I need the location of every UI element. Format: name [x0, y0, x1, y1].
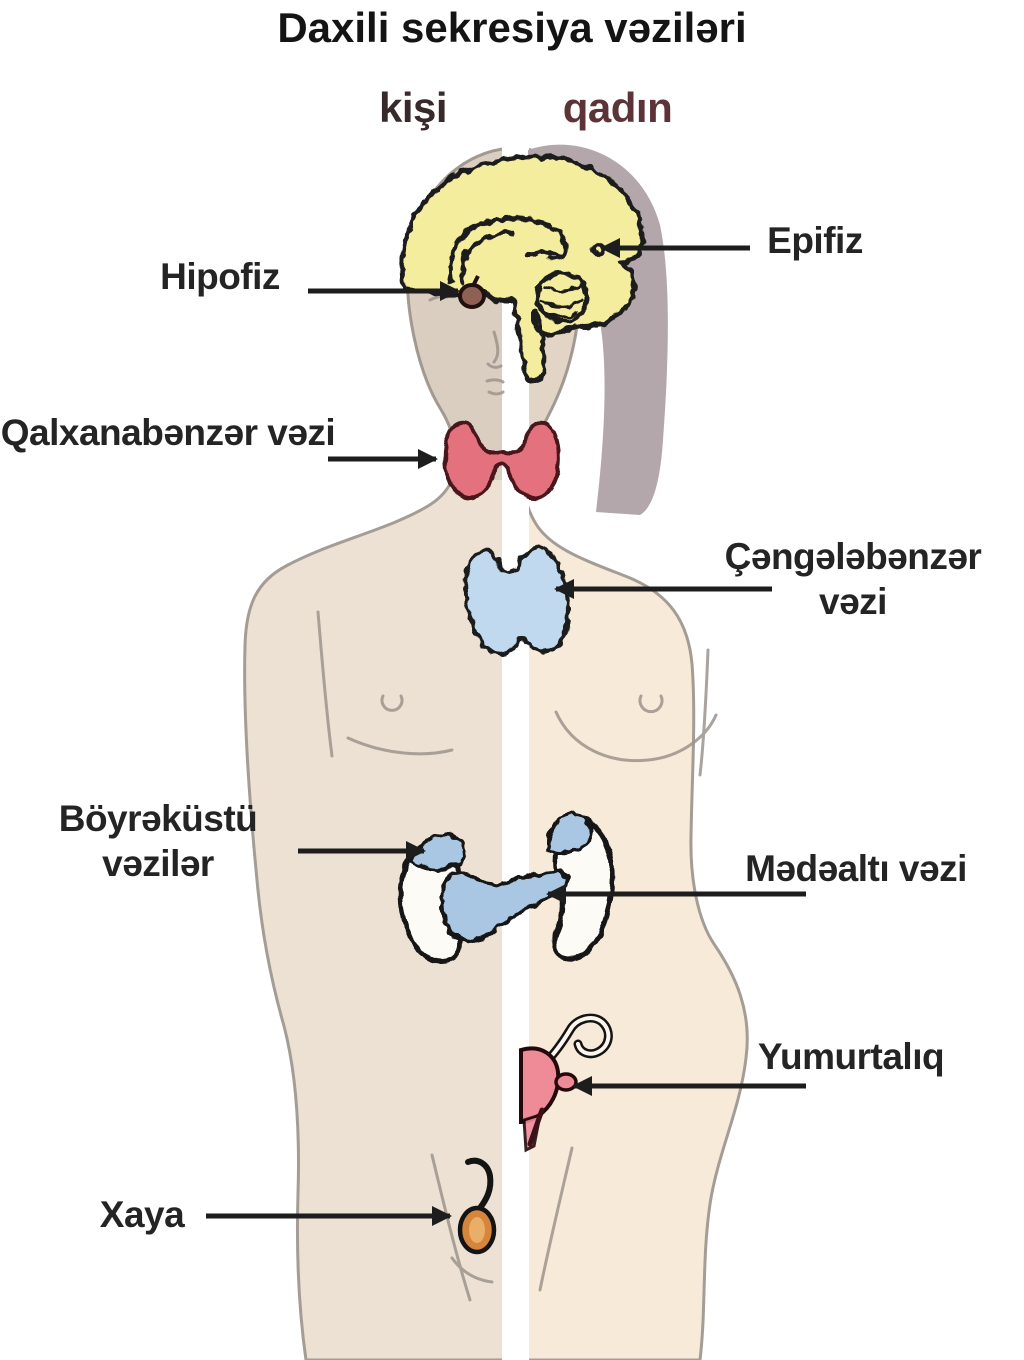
cerebrum-shape	[399, 154, 645, 383]
label-thymus: Çəngələbənzər vəzi	[724, 536, 982, 623]
leader-lines	[206, 238, 806, 1226]
label-pituitary: Hipofiz	[160, 256, 280, 297]
label-testis: Xaya	[99, 1194, 185, 1235]
testis	[457, 1157, 497, 1255]
thyroid-gland	[443, 420, 561, 500]
column-label-male: kişi	[378, 84, 448, 131]
cervix-line	[527, 1107, 545, 1147]
male-groin-crease	[430, 1153, 472, 1302]
label-thyroid: Qalxanabənzər vəzi	[0, 412, 336, 453]
label-adrenal-glands: Böyrəküstü vəzilər	[58, 798, 258, 885]
testis-inner-shape	[469, 1217, 485, 1243]
label-pineal: Epifiz	[767, 220, 863, 261]
ovary-uterus	[519, 1013, 613, 1153]
nose-line	[486, 330, 503, 369]
cerebellum-stripe	[543, 284, 584, 293]
vas-deferens-duct	[465, 1157, 494, 1211]
breast-curve	[554, 710, 718, 763]
left-arm-crease	[316, 610, 334, 758]
label-ovary: Yumurtalıq	[757, 1036, 945, 1077]
cerebellum-stripe	[540, 298, 584, 308]
brain	[399, 154, 645, 383]
male-nipple-mark	[380, 694, 404, 712]
pituitary-gland-shape	[458, 283, 486, 309]
column-label-female: qadın	[562, 84, 673, 131]
thalamus-line	[525, 249, 563, 259]
thymus-gland	[463, 545, 570, 656]
label-pancreas: Mədəaltı vəzi	[745, 848, 967, 889]
inner-fold-line	[459, 230, 515, 287]
female-groin-crease	[538, 1146, 574, 1292]
male-chest-crease	[346, 736, 454, 756]
abdominal-organs	[397, 812, 615, 964]
ovary-shape	[554, 1072, 578, 1092]
cerebellum-shape	[534, 270, 590, 324]
cerebellum-stripe	[544, 310, 578, 318]
right-arm-crease	[698, 648, 710, 777]
under-testis-crease	[450, 1256, 494, 1284]
body-sketch-lines	[316, 293, 718, 1302]
fallopian-tube-inner	[544, 1016, 611, 1064]
lips-line	[485, 378, 505, 396]
female-nipple-mark	[638, 694, 664, 714]
thyroid-shape	[443, 420, 561, 500]
diagram-title: Daxili sekresiya vəziləri	[277, 4, 747, 51]
